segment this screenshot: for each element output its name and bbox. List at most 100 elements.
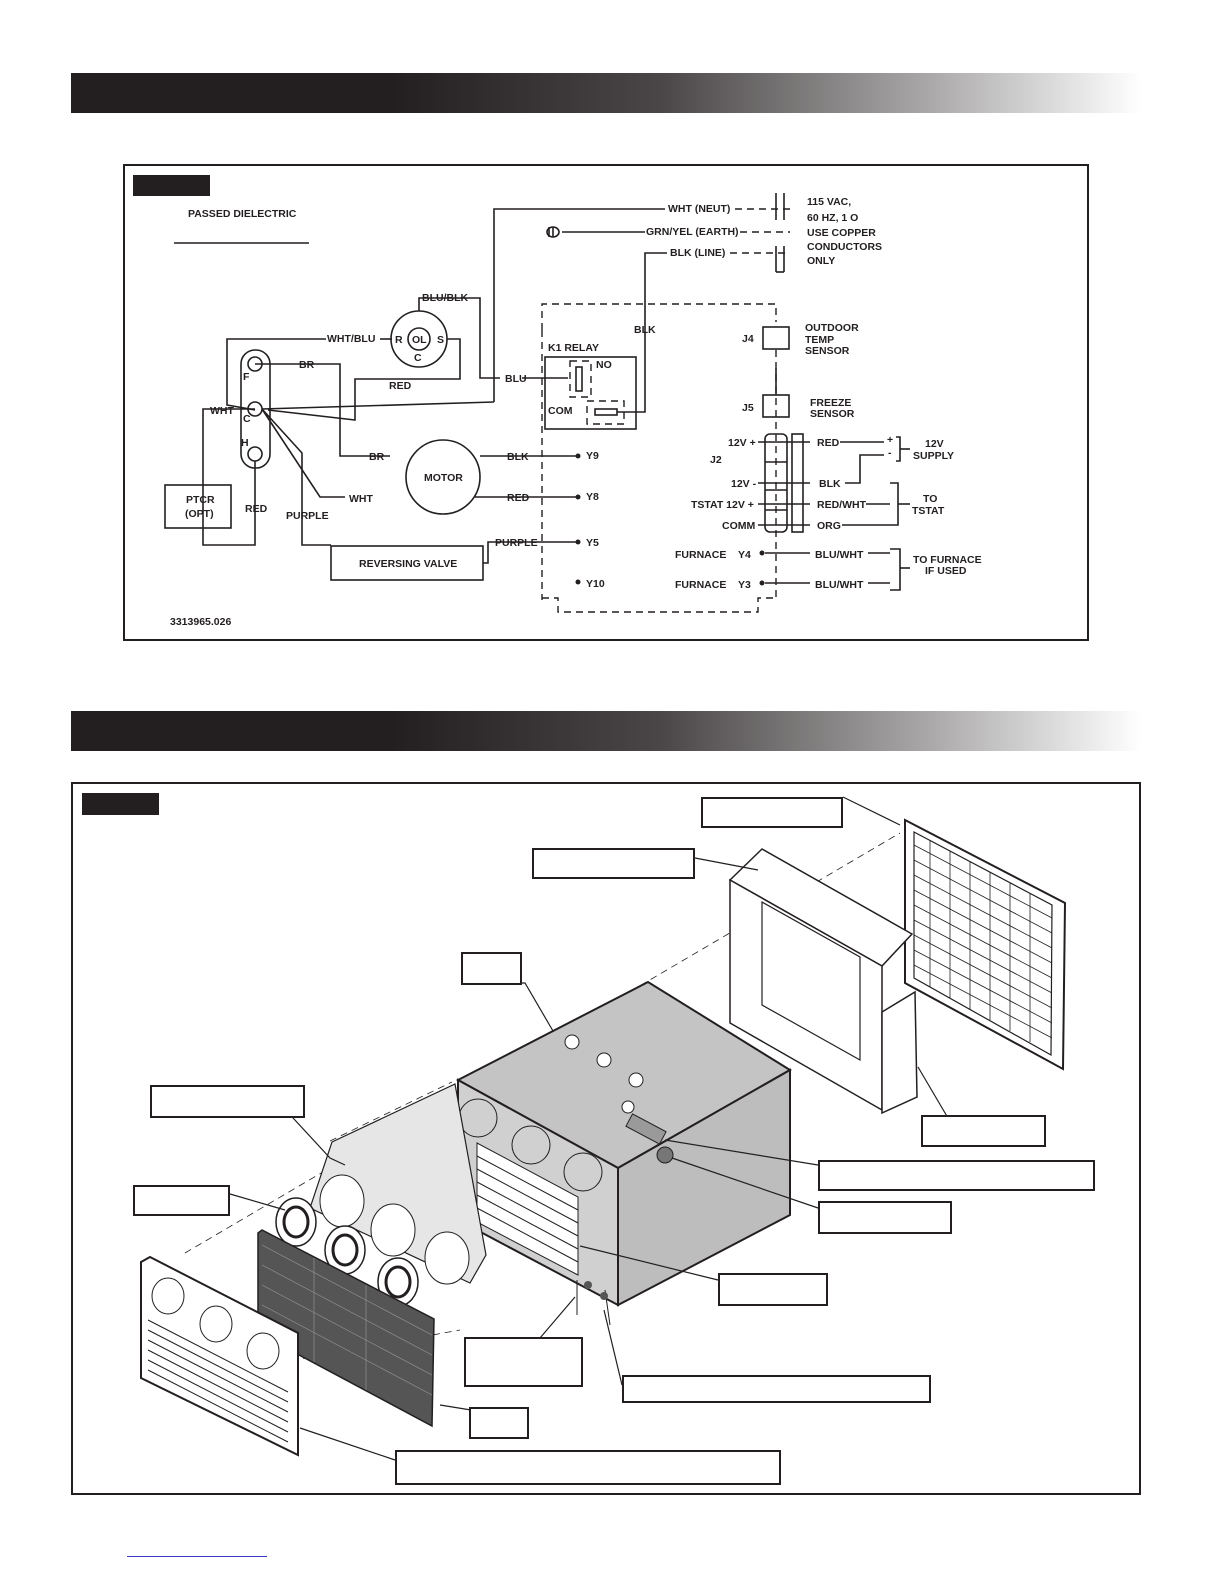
terminal-y8: Y8: [586, 491, 599, 503]
callout-bracket: [818, 1160, 1095, 1191]
callout-fitting: [818, 1201, 952, 1234]
section-header-bar-components: [71, 711, 1141, 751]
cap-h: H: [241, 437, 249, 449]
callout-wire-leads: [464, 1337, 583, 1387]
motor-label: MOTOR: [424, 472, 463, 484]
reversing-valve-label: REVERSING VALVE: [359, 558, 457, 570]
j4-label: J4: [742, 333, 754, 345]
compressor-s: S: [437, 334, 444, 346]
outdoor-sensor-2: TEMP: [805, 334, 834, 346]
relay-title: K1 RELAY: [548, 342, 599, 354]
j2-wire-org: ORG: [817, 520, 841, 532]
callout-power-cord: [622, 1375, 931, 1403]
section-header-bar-wiring: [71, 73, 1141, 113]
furnace-y3-wire: BLU/WHT: [815, 579, 864, 591]
power-note-3: USE COPPER: [807, 227, 876, 239]
wire-blk-y9: BLK: [507, 451, 529, 463]
cap-c: C: [243, 413, 251, 425]
ptcr-label-1: PTCR: [186, 494, 215, 506]
furnace-y4-pin: Y4: [738, 549, 751, 561]
j2-wire-blk: BLK: [819, 478, 841, 490]
compressor-c: C: [414, 352, 422, 364]
wire-purple: PURPLE: [286, 510, 329, 522]
freeze-sensor-2: SENSOR: [810, 408, 855, 420]
callout-control-panel: [718, 1273, 828, 1306]
supply-label-1: 12V: [925, 438, 944, 450]
supply-plus: +: [887, 434, 893, 446]
k1-relay-box: [544, 356, 637, 430]
power-note-4: CONDUCTORS: [807, 241, 882, 253]
wire-br1: BR: [299, 359, 315, 371]
ac-unit-chassis: [455, 980, 792, 1326]
relay-com: COM: [548, 405, 573, 417]
to-furnace-2: IF USED: [925, 565, 967, 577]
side-sleeve-panel: [881, 990, 918, 1115]
power-note-2: 60 HZ, 1 O: [807, 212, 858, 224]
furnace-y3-pin: Y3: [738, 579, 751, 591]
tstat-label-2: TSTAT: [912, 505, 945, 517]
j2-label: J2: [710, 454, 722, 466]
power-note-1: 115 VAC,: [807, 196, 851, 208]
figure-tag-components: [82, 793, 159, 815]
outdoor-sensor-3: SENSOR: [805, 345, 850, 357]
wire-wht1: WHT: [210, 405, 234, 417]
footer-link-underline[interactable]: [127, 1556, 267, 1557]
j2-pin-1: 12V +: [728, 437, 756, 449]
wire-red-y8: RED: [507, 492, 530, 504]
wire-blu: BLU: [505, 373, 527, 385]
lead-neut-label: WHT (NEUT): [668, 203, 730, 215]
cap-f: F: [243, 371, 250, 383]
outdoor-sensor-1: OUTDOOR: [805, 322, 859, 334]
ptcr-box: [164, 484, 232, 529]
compressor-ol: OL: [412, 334, 427, 346]
wire-purple-y5: PURPLE: [495, 537, 538, 549]
terminal-y5: Y5: [586, 537, 599, 549]
j2-pin-2: 12V -: [731, 478, 757, 490]
j2-wire-red: RED: [817, 437, 840, 449]
furnace-y3-label: FURNACE: [675, 579, 726, 591]
wiring-diagram-frame: [123, 164, 1089, 641]
figure-tag-wiring: [133, 175, 210, 196]
supply-label-2: SUPPLY: [913, 450, 954, 462]
document-number: 3313965.026: [170, 616, 231, 628]
compressor-top-wire: BLU/BLK: [422, 292, 468, 304]
rear-grille: [904, 818, 1067, 1071]
j5-label: J5: [742, 402, 754, 414]
j2-pin-4: COMM: [722, 520, 755, 532]
wire-wht2: WHT: [349, 493, 373, 505]
terminal-y9: Y9: [586, 450, 599, 462]
tstat-label-1: TO: [923, 493, 937, 505]
lead-line-label: BLK (LINE): [670, 247, 725, 259]
j5-connector: [762, 394, 790, 418]
power-note-5: ONLY: [807, 255, 835, 267]
wire-blk: BLK: [634, 324, 656, 336]
furnace-y4-label: FURNACE: [675, 549, 726, 561]
to-furnace-1: TO FURNACE: [913, 554, 982, 566]
top-sleeve-panel: [728, 848, 914, 1112]
compressor-r: R: [395, 334, 403, 346]
wire-br2: BR: [369, 451, 385, 463]
furnace-y4-wire: BLU/WHT: [815, 549, 864, 561]
callout-louver: [133, 1185, 230, 1216]
callout-side-sleeve: [921, 1115, 1046, 1147]
callout-filter: [469, 1407, 529, 1439]
j4-connector: [762, 326, 790, 350]
ptcr-label-2: (OPT): [185, 508, 214, 520]
freeze-sensor-1: FREEZE: [810, 397, 851, 409]
j2-pin-3: TSTAT 12V +: [691, 499, 754, 511]
wire-red2: RED: [245, 503, 268, 515]
callout-rear-grille: [701, 797, 843, 828]
callout-blower: [150, 1085, 305, 1118]
motor-symbol: [405, 439, 481, 515]
callout-top-sleeve: [532, 848, 695, 879]
callout-chassis: [461, 952, 522, 985]
front-return-grille: [140, 1255, 299, 1457]
wire-red: RED: [389, 380, 412, 392]
j2-wire-redwht: RED/WHT: [817, 499, 867, 511]
blower-assembly: [309, 1083, 487, 1285]
wiring-diagram: PASSED DIELECTRIC WHT (NEUT) GRN/YEL (EA…: [164, 193, 982, 628]
lead-earth-label: GRN/YEL (EARTH): [646, 226, 739, 238]
terminal-y10: Y10: [586, 578, 605, 590]
exploded-view-frame: [71, 782, 1141, 1495]
